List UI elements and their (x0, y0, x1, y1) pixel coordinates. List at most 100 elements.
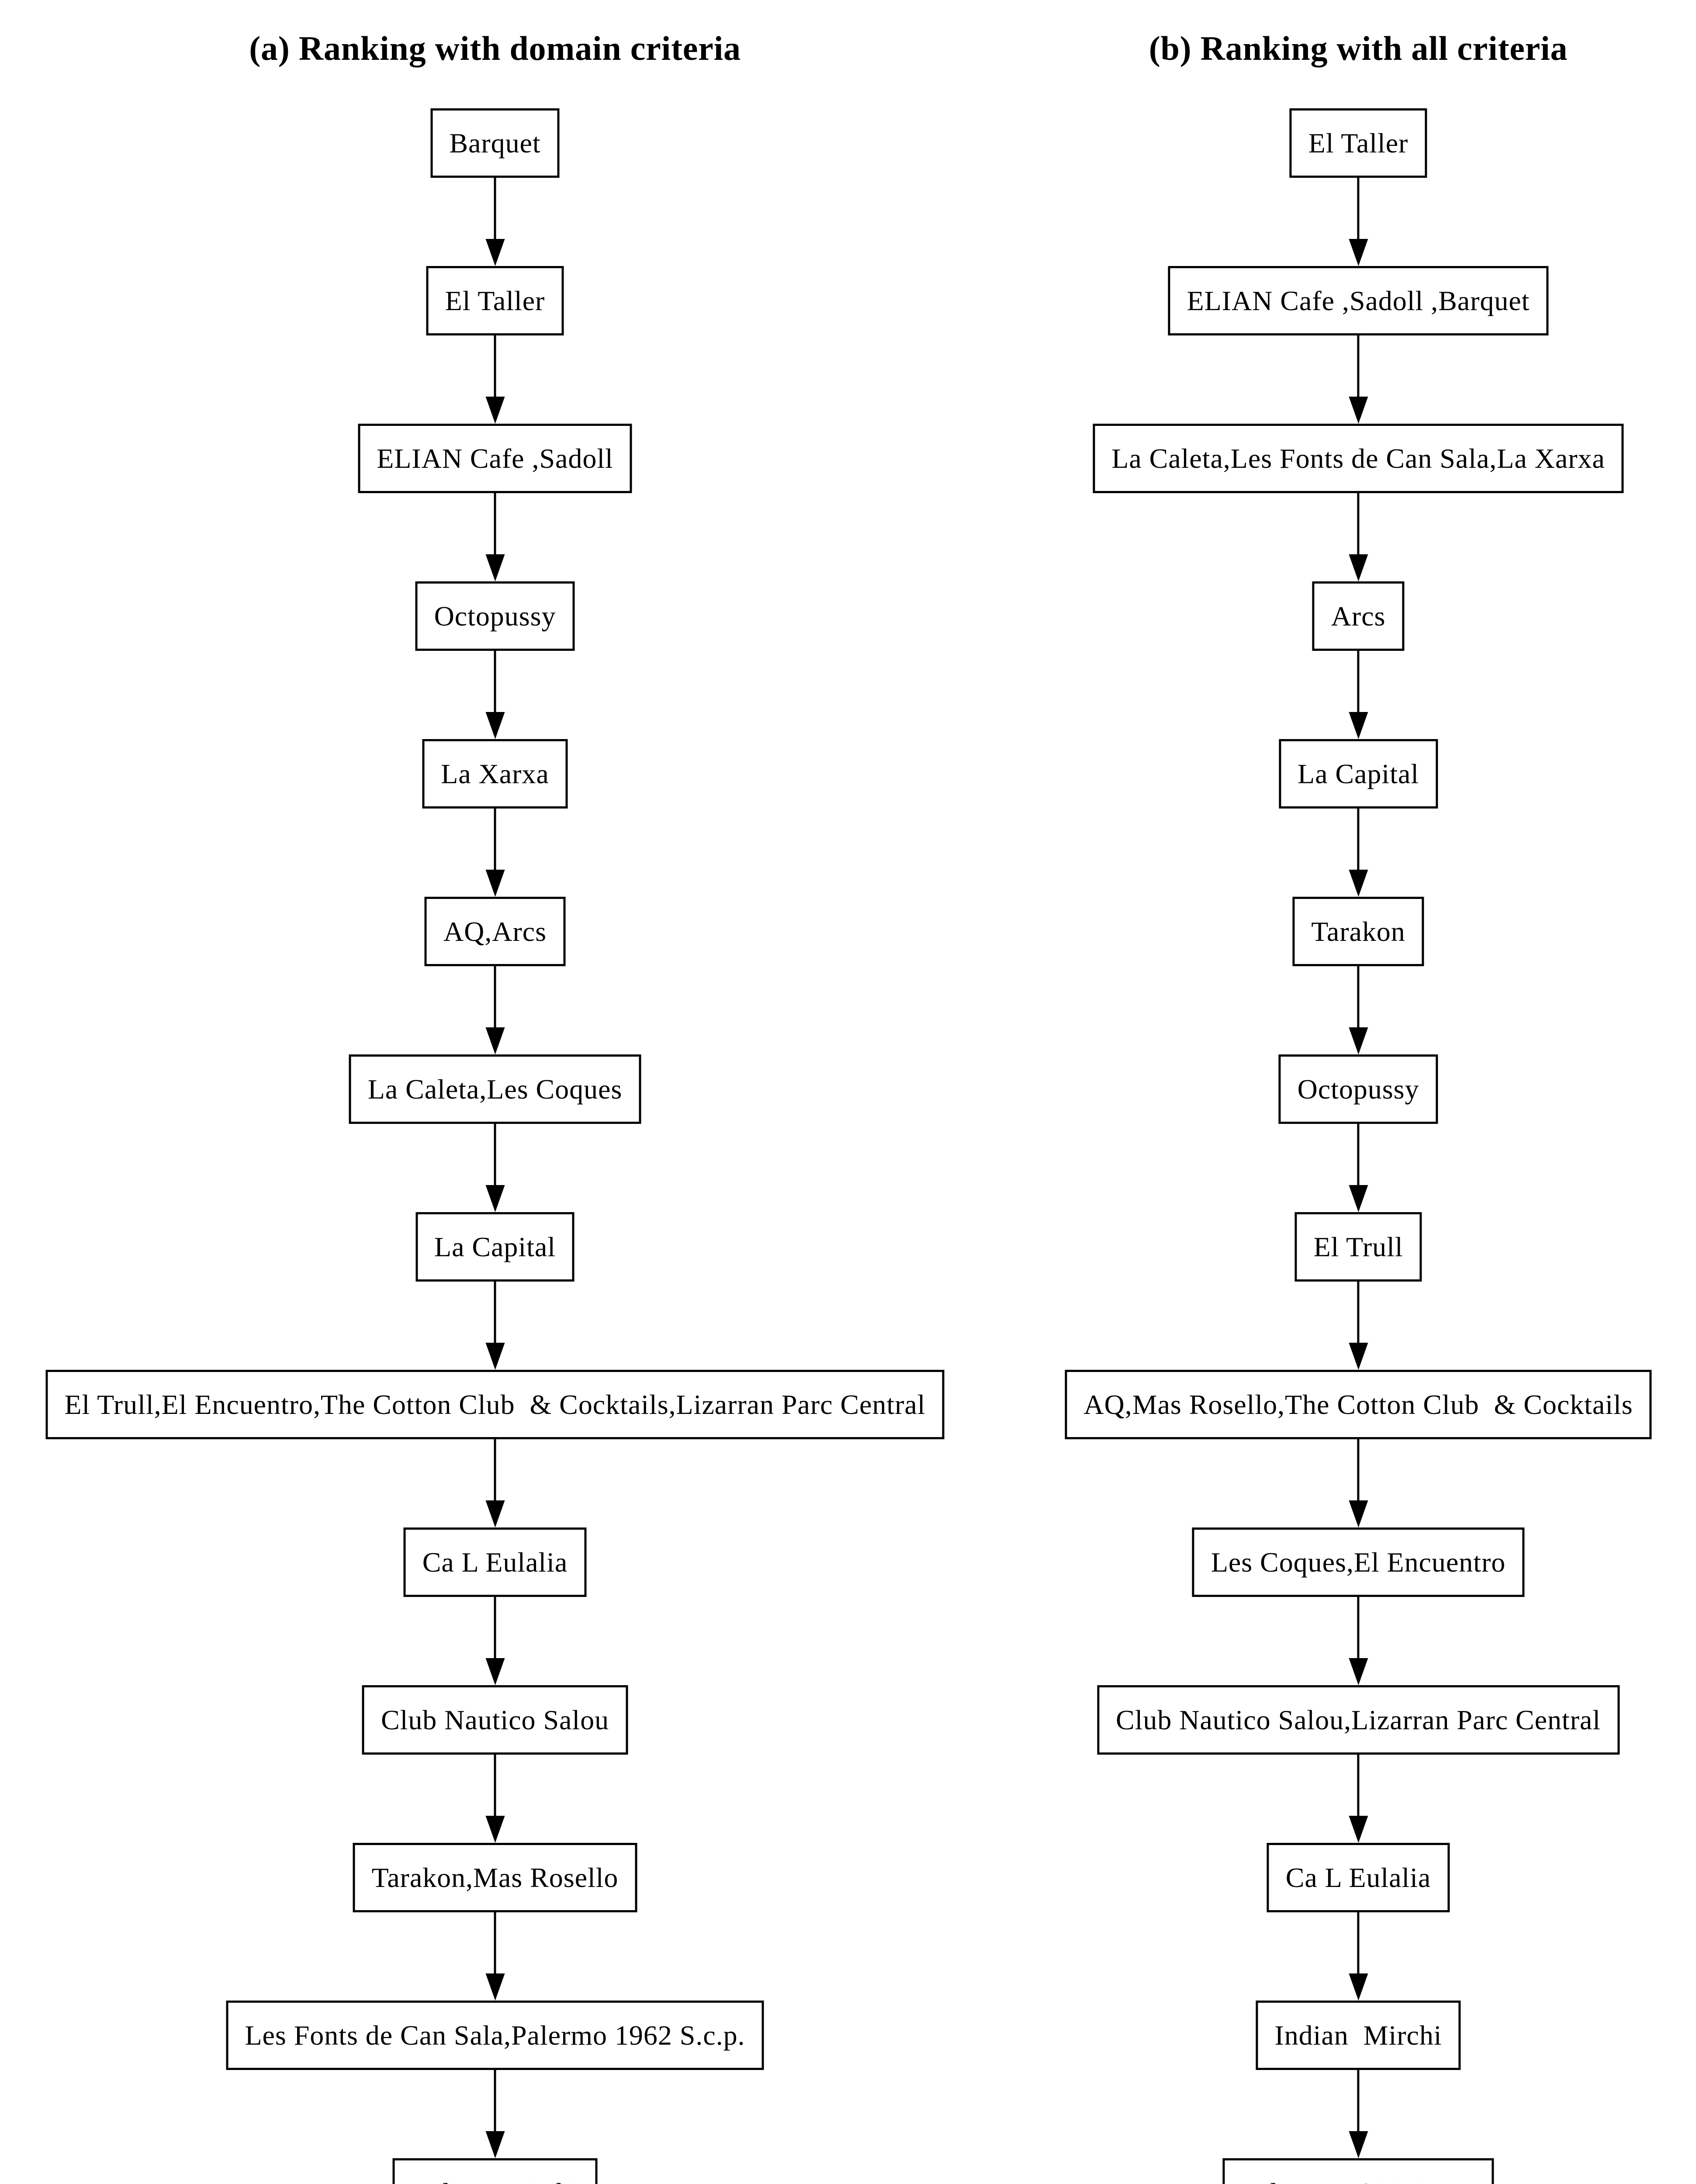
arrow-stem (1357, 651, 1360, 712)
ranking-node-label: Club Nautico Salou (381, 1704, 609, 1735)
arrow-stem (1357, 966, 1360, 1027)
down-arrow-connector (485, 966, 505, 1054)
arrow-head-icon (1349, 397, 1368, 424)
down-arrow-connector (1349, 809, 1368, 897)
ranking-node-label: Les Fonts de Can Sala,Palermo 1962 S.c.p… (245, 2019, 745, 2051)
arrow-stem (494, 1282, 496, 1343)
down-arrow-connector (1349, 651, 1368, 739)
arrow-head-icon (485, 1027, 505, 1054)
arrow-head-icon (485, 239, 505, 266)
ranking-node-label: La Capital (1298, 758, 1419, 789)
down-arrow-connector (485, 1282, 505, 1370)
down-arrow-connector (485, 809, 505, 897)
arrow-head-icon (485, 712, 505, 739)
down-arrow-connector (485, 651, 505, 739)
ranking-node: ELIAN Cafe ,Sadoll ,Barquet (1168, 266, 1549, 335)
ranking-node: Club Nautico Salou (362, 1685, 628, 1755)
arrow-head-icon (485, 554, 505, 581)
arrow-stem (1357, 1439, 1360, 1500)
down-arrow-connector (485, 493, 505, 581)
arrow-stem (1357, 809, 1360, 870)
ranking-node: El Taller (426, 266, 564, 335)
ranking-node-label: El Trull,El Encuentro,The Cotton Club & … (64, 1389, 926, 1420)
down-arrow-connector (1349, 1439, 1368, 1527)
ranking-node: Barquet (430, 108, 560, 178)
ranking-node: AQ,Mas Rosello,The Cotton Club & Cocktai… (1065, 1370, 1652, 1439)
arrow-head-icon (1349, 1343, 1368, 1370)
ranking-node-label: Ca L Eulalia (1285, 1862, 1431, 1893)
ranking-node: AQ,Arcs (424, 897, 565, 966)
ranking-node: La Xarxa (422, 739, 568, 809)
ranking-node: La Capital (1279, 739, 1438, 809)
arrow-stem (1357, 1124, 1360, 1185)
ranking-node: Ca L Eulalia (1267, 1843, 1450, 1912)
arrow-stem (494, 335, 496, 397)
arrow-head-icon (1349, 1500, 1368, 1527)
ranking-node: Tarakon (1292, 897, 1424, 966)
arrow-stem (494, 1124, 496, 1185)
down-arrow-connector (1349, 2070, 1368, 2158)
ranking-node-label: Club Nautico Salou,Lizarran Parc Central (1115, 1704, 1601, 1735)
down-arrow-connector (1349, 1282, 1368, 1370)
ranking-node-label: Tarakon (1311, 916, 1405, 947)
ranking-node-label: ELIAN Cafe ,Sadoll (377, 442, 613, 474)
ranking-node-label: El Taller (1308, 127, 1409, 159)
ranking-node-label: Octopussy (434, 600, 556, 632)
arrow-head-icon (1349, 554, 1368, 581)
arrow-head-icon (485, 1185, 505, 1212)
ranking-node-label: La Xarxa (441, 758, 549, 789)
down-arrow-connector (1349, 1597, 1368, 1685)
arrow-head-icon (485, 870, 505, 897)
arrow-stem (1357, 178, 1360, 239)
arrow-head-icon (485, 2131, 505, 2158)
arrow-head-icon (1349, 239, 1368, 266)
arrow-stem (1357, 1912, 1360, 1973)
ranking-column-all-criteria: El Taller ELIAN Cafe ,Sadoll ,Barquet La… (1065, 108, 1652, 2184)
arrow-stem (1357, 1597, 1360, 1658)
ranking-node-label: La Caleta,Les Fonts de Can Sala,La Xarxa (1111, 442, 1605, 474)
ranking-node-label: AQ,Arcs (443, 916, 547, 947)
ranking-node-label: Indian Mirchi (1274, 2019, 1442, 2051)
arrow-head-icon (485, 1816, 505, 1843)
ranking-node: La Capital (415, 1212, 575, 1282)
arrow-stem (1357, 335, 1360, 397)
arrow-stem (1357, 2070, 1360, 2131)
ranking-node: Octopussy (1278, 1054, 1438, 1124)
down-arrow-connector (485, 1124, 505, 1212)
ranking-node: El Trull (1294, 1212, 1422, 1282)
ranking-node-label: Tarakon,Mas Rosello (371, 1862, 619, 1893)
down-arrow-connector (1349, 1912, 1368, 2001)
ranking-node-label: La Caleta,Les Coques (367, 1073, 623, 1105)
arrow-stem (494, 1912, 496, 1973)
ranking-node: Les Coques,El Encuentro (1192, 1527, 1525, 1597)
ranking-node: El Taller (1289, 108, 1427, 178)
ranking-node: Indian Mirchi (1256, 2001, 1461, 2070)
ranking-node-label: Palermo 1962 S.c.p. (1241, 2179, 1475, 2184)
panel-title-all-criteria: (b) Ranking with all criteria (1149, 29, 1568, 67)
arrow-head-icon (485, 1343, 505, 1370)
arrow-stem (1357, 1282, 1360, 1343)
ranking-node: Palermo 1962 S.c.p. (1222, 2158, 1494, 2184)
down-arrow-connector (1349, 1755, 1368, 1843)
arrow-stem (1357, 1755, 1360, 1816)
down-arrow-connector (1349, 966, 1368, 1054)
arrow-stem (494, 1755, 496, 1816)
down-arrow-connector (485, 178, 505, 266)
ranking-node: Ca L Eulalia (403, 1527, 587, 1597)
arrow-head-icon (1349, 1185, 1368, 1212)
ranking-node-label: Arcs (1331, 600, 1386, 632)
arrow-stem (494, 1439, 496, 1500)
ranking-node-label: Indian Mirchi (411, 2179, 578, 2184)
ranking-node-label: ELIAN Cafe ,Sadoll ,Barquet (1187, 285, 1530, 316)
ranking-node: La Caleta,Les Fonts de Can Sala,La Xarxa (1093, 424, 1624, 493)
ranking-node: Tarakon,Mas Rosello (353, 1843, 637, 1912)
ranking-node-label: Les Coques,El Encuentro (1211, 1546, 1506, 1578)
ranking-node: ELIAN Cafe ,Sadoll (358, 424, 632, 493)
ranking-node: Indian Mirchi (392, 2158, 598, 2184)
arrow-stem (494, 809, 496, 870)
arrow-stem (1357, 493, 1360, 554)
ranking-node-label: AQ,Mas Rosello,The Cotton Club & Cocktai… (1083, 1389, 1633, 1420)
arrow-stem (494, 2070, 496, 2131)
down-arrow-connector (485, 1755, 505, 1843)
down-arrow-connector (485, 335, 505, 424)
